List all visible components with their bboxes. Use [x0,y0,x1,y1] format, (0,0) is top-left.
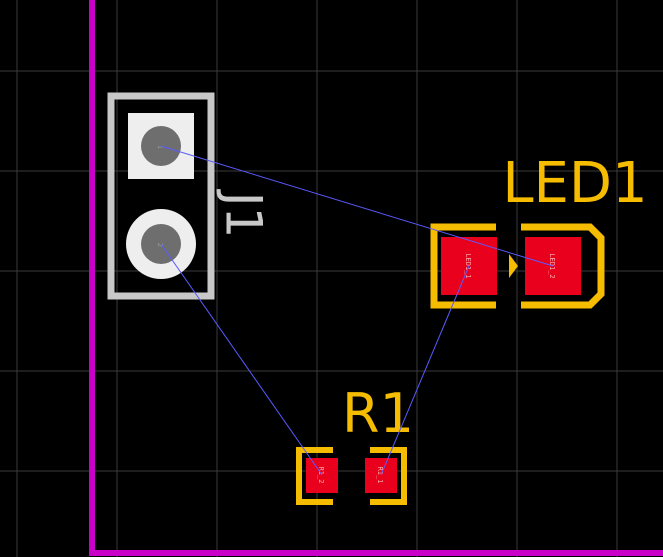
r1-silkscreen-right [370,447,407,505]
board-outline [89,0,663,556]
led1-polarity-marker [509,254,518,278]
r1-pad-2-label: R1_2 [317,467,325,484]
ratsnest-r1-1-led1-1 [380,265,470,476]
j1-pad-2-label: 2 [156,243,164,247]
led1-pad-1-label: LED1_1 [464,253,472,278]
j1-pin1-marker [208,168,214,174]
r1-designator: R1 [342,382,414,445]
r1-pad-2[interactable] [306,458,338,493]
led1-silkscreen-right [521,223,605,309]
j1-silkscreen-outline [107,92,215,300]
led1-designator: LED1 [502,151,647,216]
r1-silkscreen-left [296,447,333,505]
ratsnest [160,145,554,476]
j1-designator: J1 [215,189,273,239]
j1-connector[interactable]: 1 2 J1 [107,92,273,300]
j1-pad-1-label: 1 [156,145,164,149]
r1-pad-1-label: R1_1 [376,467,384,484]
r1-pad-1[interactable] [365,458,397,493]
r1-component[interactable]: R1 R1_2 R1_1 [296,382,414,505]
ratsnest-j1-1-led1-2 [160,145,554,267]
led1-component[interactable]: LED1 LED1_1 LED1_2 [430,151,648,309]
ratsnest-j1-2-r1-2 [160,243,323,476]
led1-silkscreen-left [430,223,496,309]
